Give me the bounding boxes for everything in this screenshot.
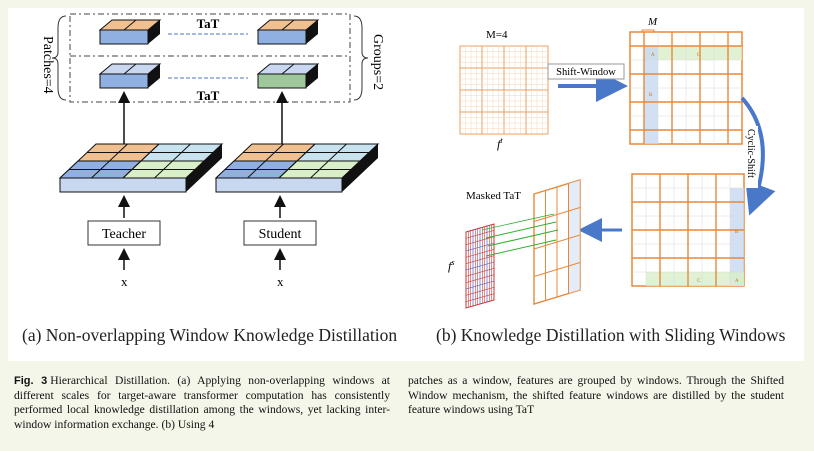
svg-text:C: C	[697, 279, 701, 284]
teacher-label: Teacher	[102, 227, 146, 242]
student-feature-grid	[214, 143, 380, 193]
groups-dashed-box	[69, 13, 351, 103]
svg-text:B: B	[649, 93, 653, 98]
x-teacher: x	[121, 274, 128, 289]
figure-svg: TaT TaT Patches=4 Groups=2	[40, 13, 776, 309]
masked-tat-label: Masked TaT	[466, 190, 521, 202]
student-window-block-top	[256, 19, 320, 45]
student-fine-grid	[465, 223, 495, 309]
x-student: x	[277, 274, 284, 289]
svg-text:A: A	[651, 53, 655, 58]
figure-panel: TaT TaT Patches=4 Groups=2	[8, 8, 804, 361]
cyclic-shift-arrow	[740, 96, 776, 216]
student-box	[243, 220, 317, 246]
skewed-teacher-window-grid	[533, 179, 581, 305]
teacher-window-block-bottom	[98, 63, 162, 89]
teacher-fine-grid	[459, 45, 549, 135]
subcaption-b: (b) Knowledge Distillation with Sliding …	[436, 325, 786, 345]
m-eq-label: M=4	[486, 29, 508, 41]
masked-tat-links	[481, 213, 559, 257]
student-label: Student	[259, 227, 302, 242]
svg-text:A: A	[735, 279, 739, 284]
caption-left-text: Hierarchical Distillation. (a) Applying …	[14, 374, 390, 431]
cyclic-shift-label: Cyclic-Shift	[745, 129, 756, 178]
shifted-window-grid	[629, 31, 743, 145]
teacher-feature-grid	[58, 143, 224, 193]
svg-text:B: B	[735, 230, 739, 235]
tat-bottom-label: TaT	[197, 88, 220, 103]
teacher-window-block-top	[98, 19, 162, 45]
svg-text:C: C	[697, 53, 701, 58]
ft-label: ft	[497, 136, 503, 151]
tat-top-label: TaT	[197, 16, 220, 31]
cyclic-shifted-grid	[631, 173, 745, 287]
teacher-box	[87, 220, 161, 246]
shift-window-label: Shift-Window	[556, 67, 616, 78]
groups-label: Groups=2	[370, 34, 385, 90]
patches-label: Patches=4	[40, 36, 55, 94]
student-window-block-bottom	[256, 63, 320, 89]
fs-label: fs	[448, 258, 454, 273]
figure-caption-right: patches as a window, features are groupe…	[408, 374, 784, 416]
m-label: M	[647, 16, 658, 28]
subcaption-a: (a) Non-overlapping Window Knowledge Dis…	[22, 325, 398, 345]
figure-number: Fig. 3	[14, 375, 48, 387]
